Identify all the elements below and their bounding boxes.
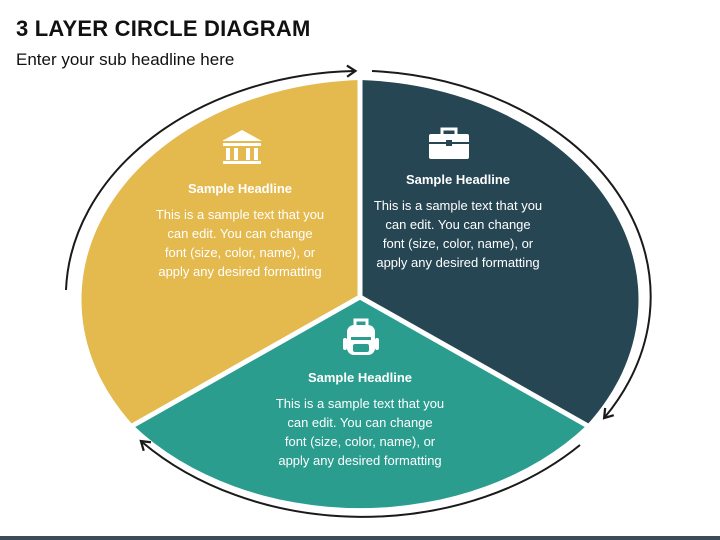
segment-left — [81, 80, 360, 425]
segment-bottom — [133, 297, 587, 509]
segment-left-text: Sample Headline This is a sample text th… — [155, 181, 325, 281]
bank-icon — [222, 130, 262, 164]
segment-bottom-body: This is a sample text that you can edit.… — [275, 396, 445, 468]
arrow-top — [65, 64, 358, 291]
segment-bottom-headline: Sample Headline — [307, 370, 413, 385]
page-subtitle: Enter your sub headline here — [16, 50, 235, 69]
segment-dividers — [129, 75, 591, 429]
footer-bar — [0, 536, 720, 540]
backpack-icon — [343, 318, 379, 355]
segment-left-headline: Sample Headline — [187, 181, 293, 196]
arrow-bottom — [139, 439, 581, 518]
segment-bottom-text: Sample Headline This is a sample text th… — [275, 370, 445, 470]
segment-right — [360, 80, 639, 425]
arrow-right — [371, 70, 652, 420]
segment-right-headline: Sample Headline — [405, 172, 511, 187]
briefcase-icon — [429, 127, 469, 159]
page-title: 3 LAYER CIRCLE DIAGRAM — [16, 16, 311, 41]
segment-right-body: This is a sample text that you can edit.… — [373, 198, 543, 270]
segment-right-text: Sample Headline This is a sample text th… — [373, 172, 543, 272]
segment-left-body: This is a sample text that you can edit.… — [155, 207, 325, 279]
